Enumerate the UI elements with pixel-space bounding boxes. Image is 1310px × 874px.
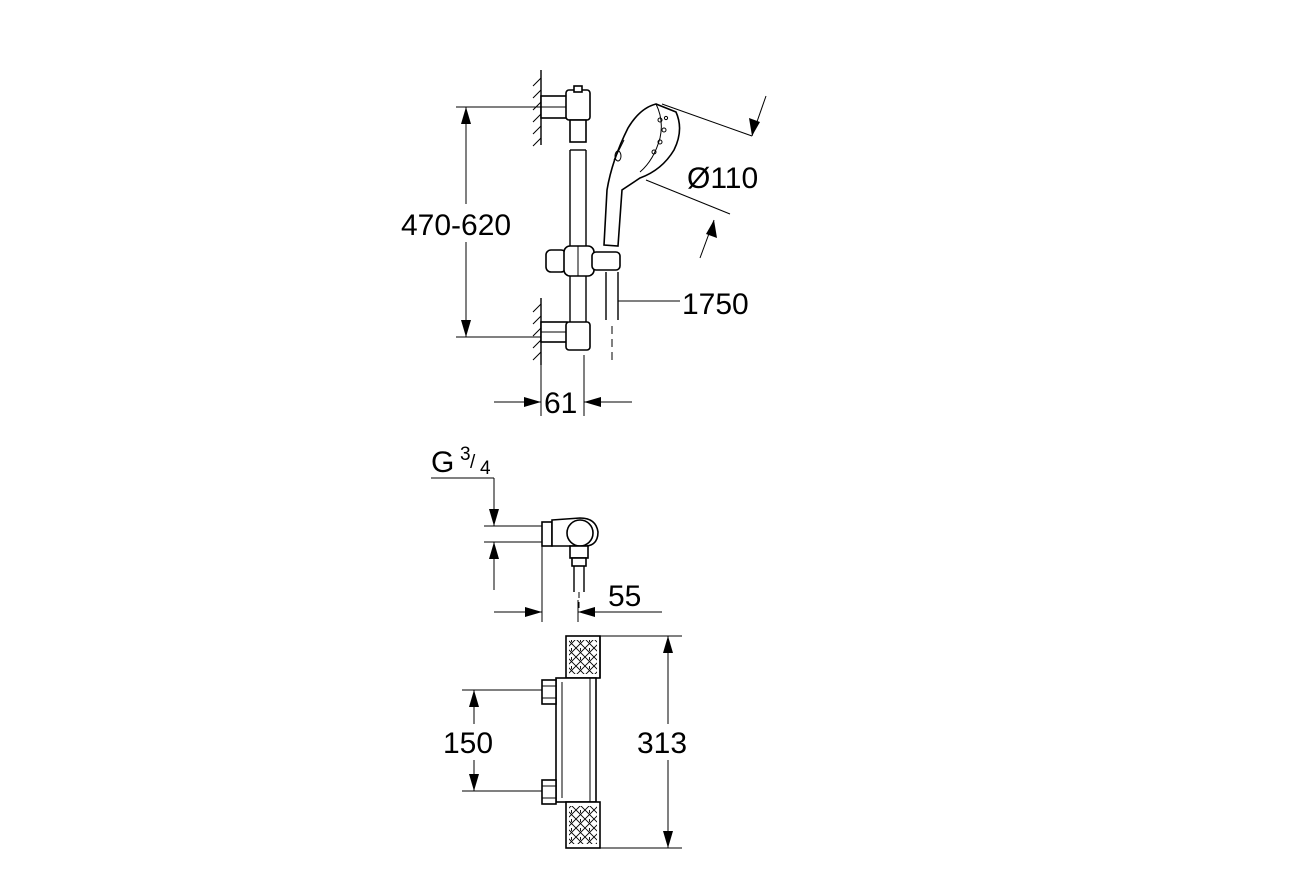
inlet-upper xyxy=(541,679,557,705)
slider-holder xyxy=(545,245,621,277)
thread-dimension xyxy=(484,478,546,590)
total-height-dimension xyxy=(600,635,700,849)
flow-knob xyxy=(565,801,601,849)
total-height-label: 313 xyxy=(637,727,687,760)
wall-hatch-top xyxy=(532,70,542,147)
thermostat-front-view: 150 313 xyxy=(440,635,700,849)
projection-label: 55 xyxy=(608,580,641,613)
temperature-knob xyxy=(565,635,601,679)
wall-offset-label: 61 xyxy=(544,387,577,420)
shower-rail-view: 470-620 Ø110 1750 61 xyxy=(396,70,767,420)
inlet-spacing-label: 150 xyxy=(443,727,493,760)
lower-wall-bracket xyxy=(540,321,591,351)
upper-wall-bracket xyxy=(540,85,591,143)
shower-hose xyxy=(605,272,619,360)
rail-height-label: 470-620 xyxy=(401,209,511,242)
thermostat-body xyxy=(555,677,597,803)
head-diameter-label: Ø110 xyxy=(687,162,758,195)
thermostat-side-body xyxy=(541,517,599,612)
inlet-spacing-dimension xyxy=(440,689,542,792)
inlet-lower xyxy=(541,779,557,805)
hand-shower xyxy=(603,103,681,247)
thread-numerator: 3 xyxy=(460,444,471,465)
projection-dimension xyxy=(494,546,662,622)
thread-main-label: G xyxy=(431,446,454,479)
hose-length-label: 1750 xyxy=(682,288,749,321)
rail-height-dimension xyxy=(396,106,541,338)
thread-slash: / xyxy=(470,452,476,473)
wall-offset-dimension xyxy=(494,355,632,416)
thread-denominator: 4 xyxy=(480,458,491,479)
head-diameter-dimension xyxy=(645,95,767,259)
shower-rail xyxy=(569,149,587,325)
wall-hatch-bottom xyxy=(532,298,542,365)
thermostat-side-view: G 3 / 4 xyxy=(431,444,662,622)
